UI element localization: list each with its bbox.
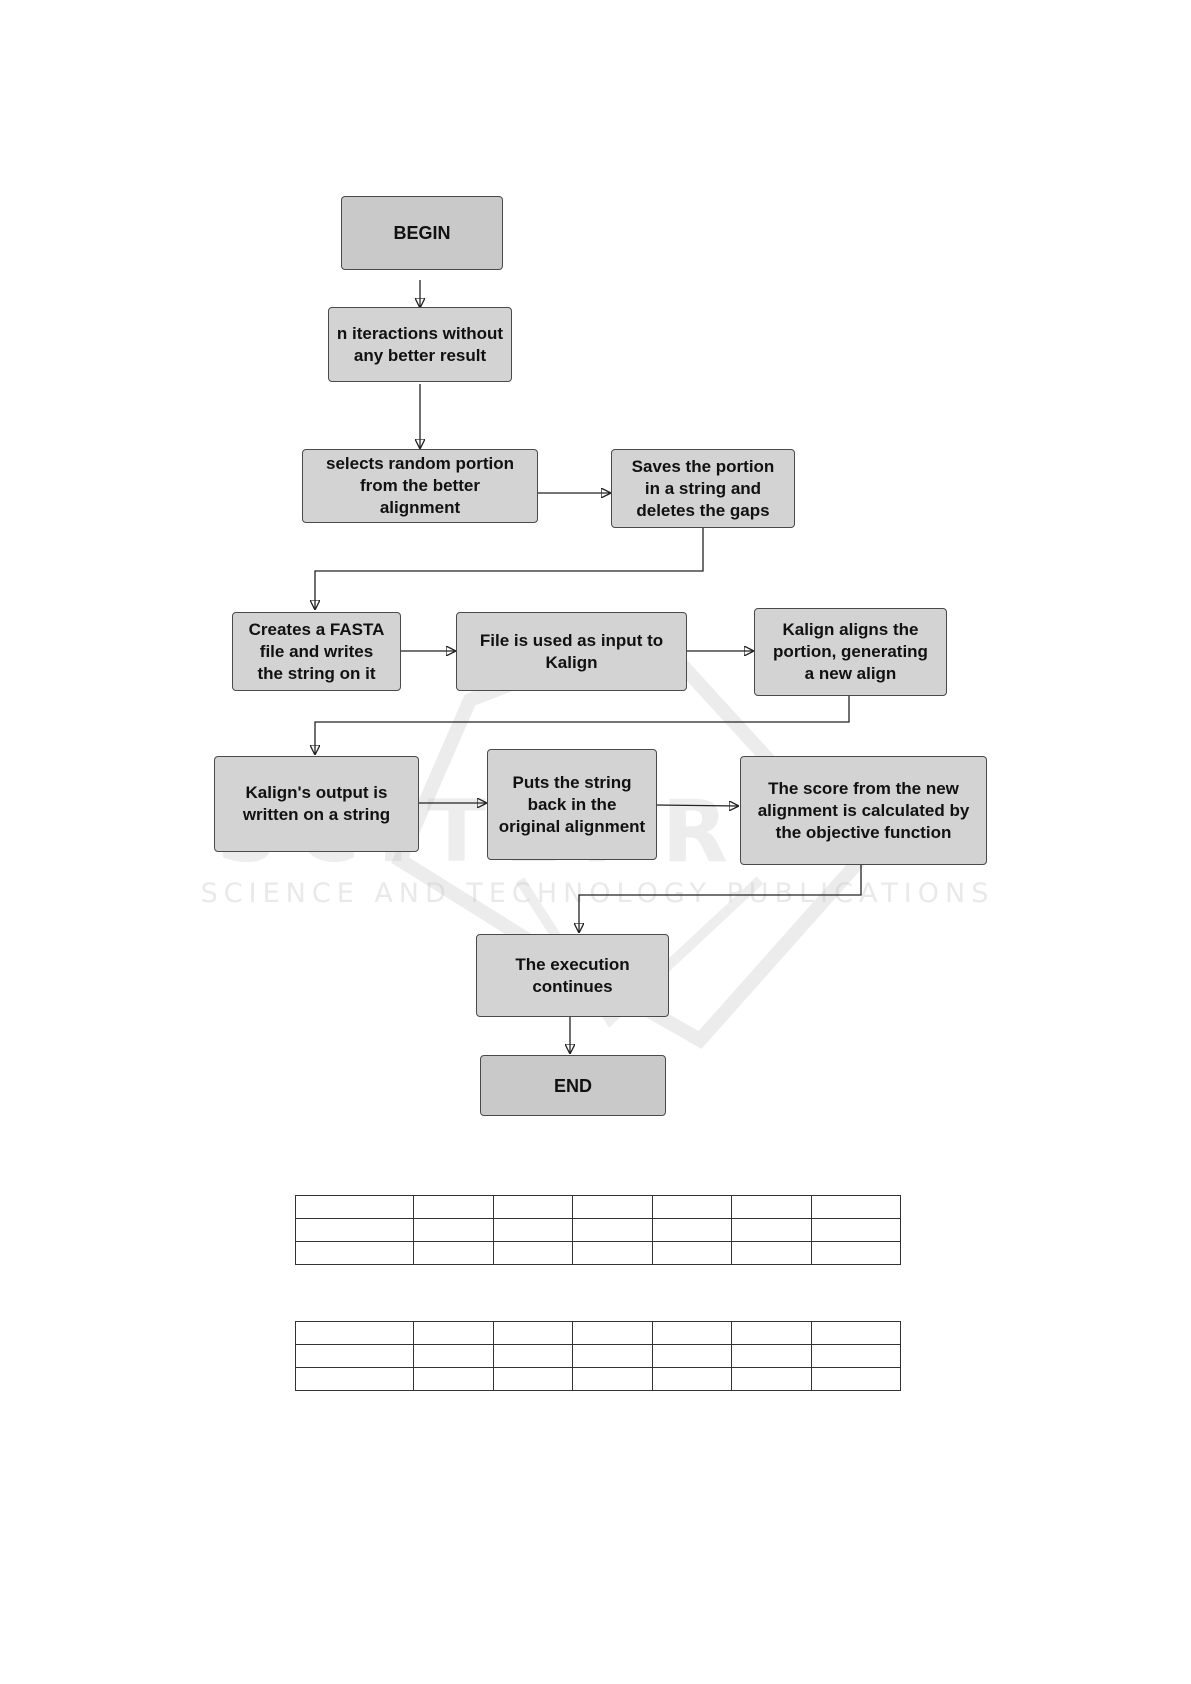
score-label: The score from the new alignment is calc… bbox=[757, 778, 970, 842]
iterations-node: n iteractions without any better result bbox=[328, 307, 512, 382]
watermark-subtitle: SCIENCE AND TECHNOLOGY PUBLICATIONS bbox=[200, 878, 995, 909]
file-input-label: File is used as input to Kalign bbox=[479, 630, 664, 672]
select-portion-label: selects random portion from the better a… bbox=[326, 454, 514, 517]
table-row bbox=[295, 1195, 901, 1219]
end-node: END bbox=[480, 1055, 666, 1116]
kalign-output-label: Kalign's output is written on a string bbox=[242, 783, 391, 824]
create-fasta-label: Creates a FASTA file and writes the stri… bbox=[248, 619, 385, 683]
table-row bbox=[295, 1344, 901, 1368]
save-portion-label: Saves the portion in a string and delete… bbox=[631, 456, 775, 520]
empty-table-1 bbox=[295, 1195, 901, 1265]
file-input-node: File is used as input to Kalign bbox=[456, 612, 687, 691]
arrow-score-to-execution bbox=[579, 864, 862, 932]
save-portion-node: Saves the portion in a string and delete… bbox=[611, 449, 795, 528]
create-fasta-node: Creates a FASTA file and writes the stri… bbox=[232, 612, 401, 691]
score-node: The score from the new alignment is calc… bbox=[740, 756, 987, 865]
select-portion-node: selects random portion from the better a… bbox=[302, 449, 538, 523]
execution-continues-label: The execution continues bbox=[515, 954, 630, 996]
arrow-kalign-to-output bbox=[315, 695, 850, 754]
table-row bbox=[295, 1367, 901, 1391]
empty-table-2 bbox=[295, 1321, 901, 1391]
table-row bbox=[295, 1321, 901, 1345]
execution-continues-node: The execution continues bbox=[476, 934, 669, 1017]
kalign-aligns-label: Kalign aligns the portion, generating a … bbox=[773, 620, 928, 683]
kalign-aligns-node: Kalign aligns the portion, generating a … bbox=[754, 608, 947, 696]
arrow-save-to-fasta bbox=[315, 526, 704, 609]
arrow-putsback-to-score bbox=[655, 805, 738, 806]
puts-back-label: Puts the string back in the original ali… bbox=[498, 772, 646, 836]
begin-label: BEGIN bbox=[393, 223, 451, 243]
iterations-label: n iteractions without any better result bbox=[336, 323, 504, 365]
kalign-output-node: Kalign's output is written on a string bbox=[214, 756, 419, 852]
table-row bbox=[295, 1241, 901, 1265]
begin-node: BEGIN bbox=[341, 196, 503, 270]
table-row bbox=[295, 1218, 901, 1242]
end-label: END bbox=[553, 1075, 592, 1096]
puts-back-node: Puts the string back in the original ali… bbox=[487, 749, 657, 860]
